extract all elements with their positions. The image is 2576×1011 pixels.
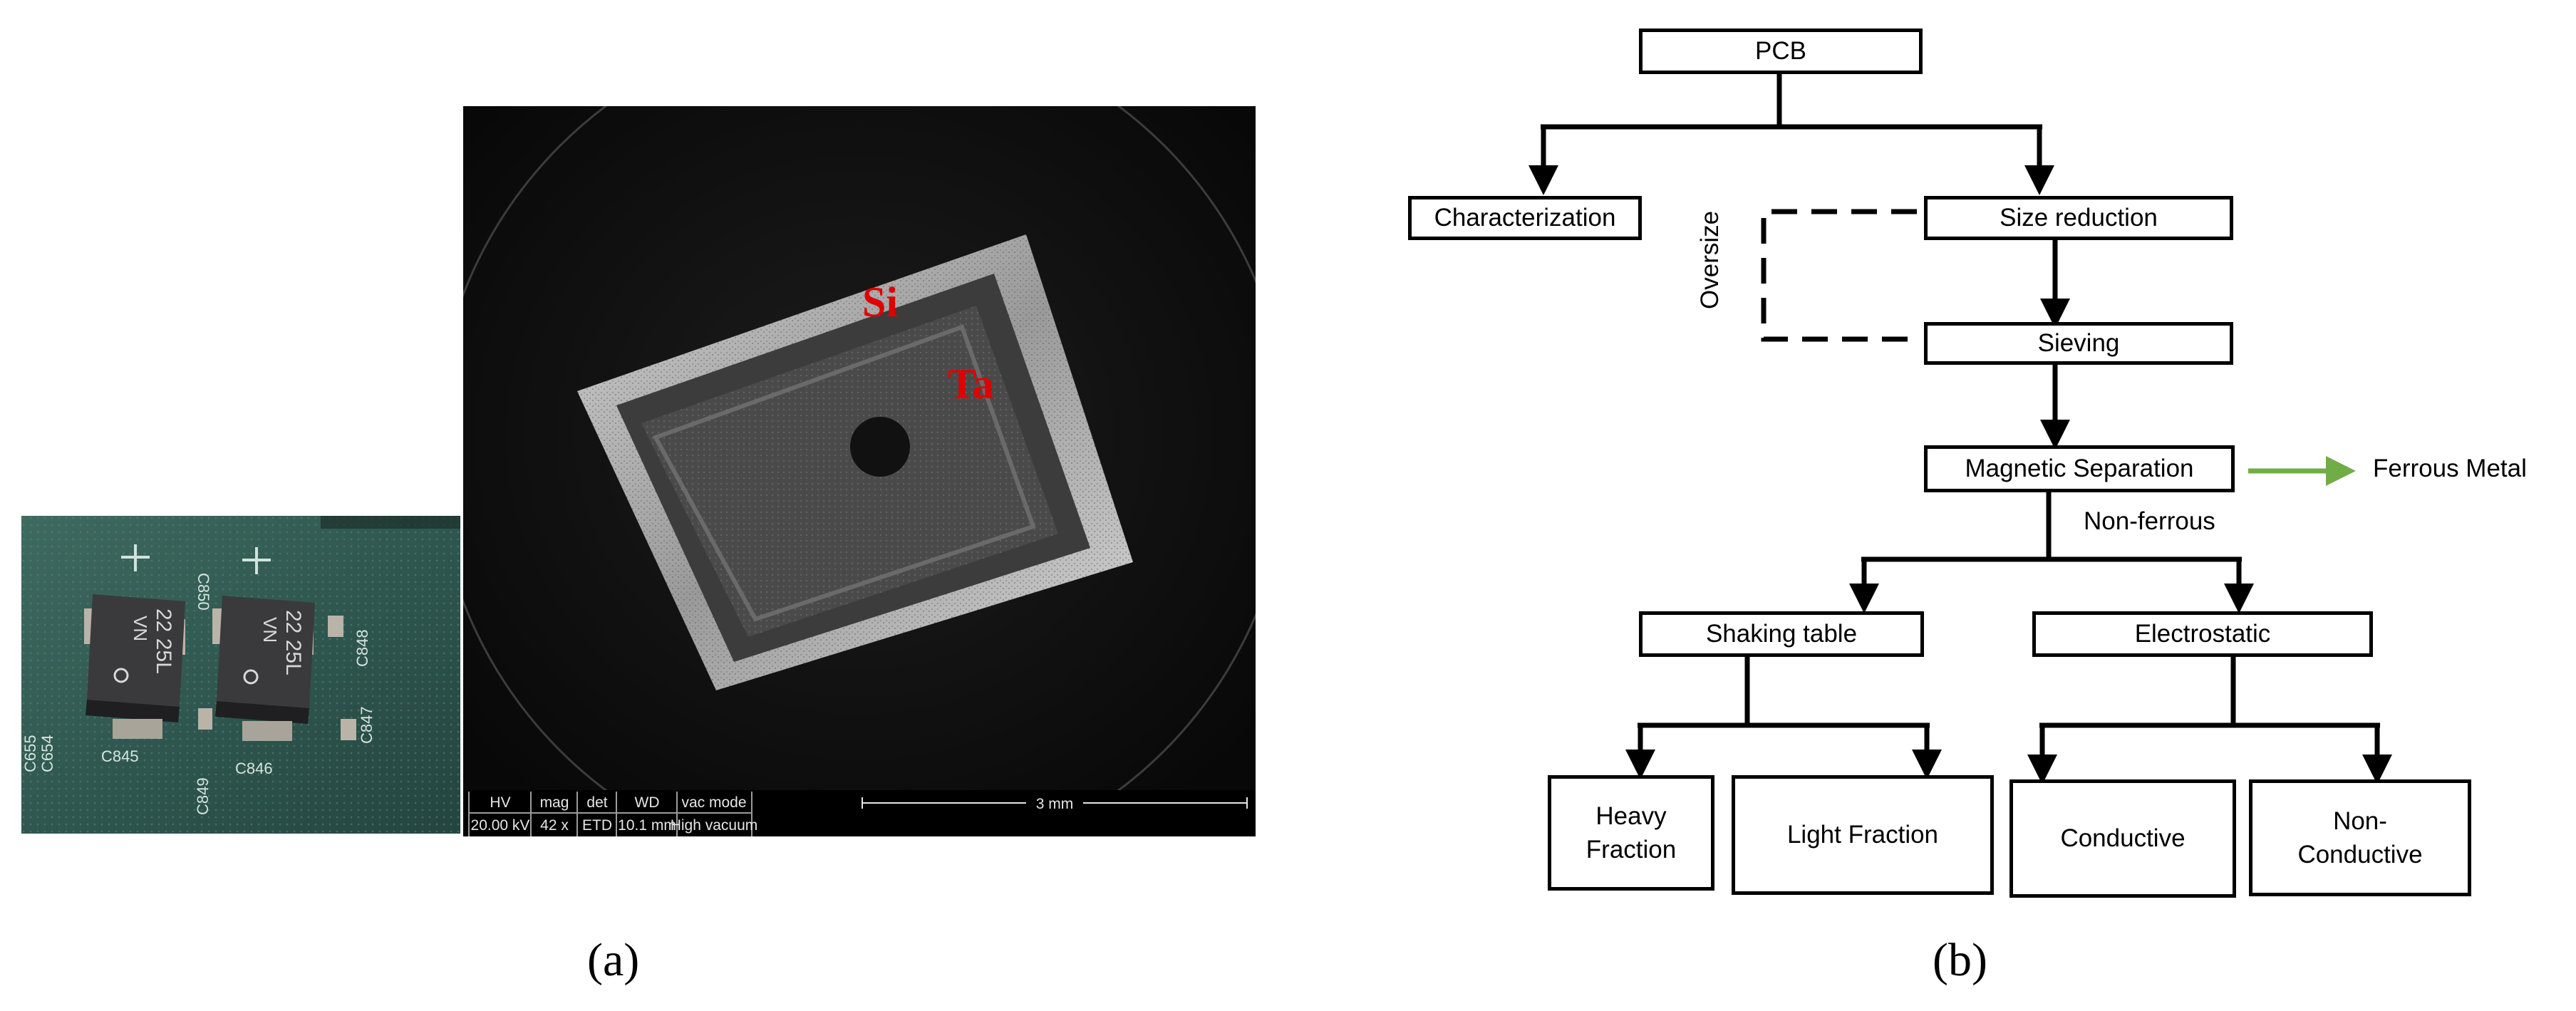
node-shaking-table-label: Shaking table [1705,620,1858,648]
sem-databar: HV mag det WD vac mode 20.00 kV 42 x ETD… [463,790,1256,836]
ref-designator: C847 [358,706,376,744]
ref-designator: C845 [101,747,139,765]
databar-value: ETD [582,817,612,834]
node-light-fraction: Light Fraction [1732,775,1994,895]
node-conductive-label: Conductive [2060,824,2186,853]
figure-a-label: (a) [587,933,639,987]
element-label-si: Si [862,279,898,326]
node-conductive: Conductive [2009,779,2236,898]
pcb-photo: 22 25L VN 22 25L VN C845 C846 C850 C848 … [21,516,460,834]
ref-designator: C846 [235,759,273,777]
node-electrostatic: Electrostatic [2032,611,2373,657]
databar-value: High vacuum [671,817,758,834]
element-label-ta: Ta [948,361,994,408]
smd-chip [212,596,315,741]
chip-marking: 22 25L [281,610,305,675]
databar-value: 20.00 kV [471,817,530,834]
smd-chip [84,594,185,739]
oversize-loop [1761,209,1917,342]
figure-b-label: (b) [1933,933,1987,987]
node-pcb: PCB [1639,28,1923,74]
node-characterization-label: Characterization [1434,204,1616,232]
node-sieving: Sieving [1924,322,2233,365]
chip-marking: VN [259,617,281,643]
node-heavy-fraction: Heavy Fraction [1548,775,1714,891]
databar-header: vac mode [681,794,746,811]
databar-value: 42 x [540,817,569,834]
node-magnetic-separation: Magnetic Separation [1924,445,2235,492]
node-light-fraction-label: Light Fraction [1786,821,1939,849]
node-non-conductive: Non-Conductive [2249,779,2471,896]
chip-marking: VN [130,616,151,641]
node-magnetic-separation-label: Magnetic Separation [1965,455,2194,483]
process-flowchart: PCB Characterization Size reduction Siev… [1354,0,2576,926]
node-shaking-table: Shaking table [1639,611,1924,657]
sem-image: Si Ta HV mag det WD vac mode 20.00 kV 42… [463,106,1256,836]
flowchart-connectors [1528,73,2392,784]
node-sieving-label: Sieving [2037,329,2120,358]
chip-marking: 22 25L [152,608,175,674]
node-ferrous-metal: Ferrous Metal [2373,455,2527,483]
node-heavy-fraction-label: Heavy Fraction [1586,802,1677,864]
figure-b-label-text: (b) [1933,934,1987,986]
node-size-reduction: Size reduction [1924,196,2233,240]
databar-header: HV [490,794,510,811]
databar-header: mag [540,794,569,811]
edge-label-non-ferrous: Non-ferrous [2084,507,2215,536]
node-pcb-label: PCB [1755,37,1806,66]
scale-bar: 3 mm [862,793,1248,813]
scale-bar-label: 3 mm [1036,796,1074,812]
node-characterization: Characterization [1408,196,1642,240]
node-size-reduction-label: Size reduction [2000,204,2158,232]
ref-designator: C655 [21,735,39,772]
node-non-conductive-label: Non-Conductive [2297,807,2423,869]
sem-specimen [577,234,1133,690]
ref-designator: C849 [194,777,212,815]
ref-designator: C654 [38,735,56,772]
ref-designator: C848 [353,629,371,667]
edge-label-non-ferrous-text: Non-ferrous [2084,507,2215,535]
node-electrostatic-label: Electrostatic [2134,620,2271,648]
ref-designator: C850 [195,573,212,611]
databar-header: WD [635,794,660,811]
node-ferrous-metal-label: Ferrous Metal [2373,455,2527,482]
edge-label-oversize: Oversize [1696,211,1724,309]
databar-value: 10.1 mm [618,817,676,834]
edge-label-oversize-text: Oversize [1696,210,1724,309]
databar-header: det [586,794,607,811]
figure-a-label-text: (a) [587,934,640,986]
